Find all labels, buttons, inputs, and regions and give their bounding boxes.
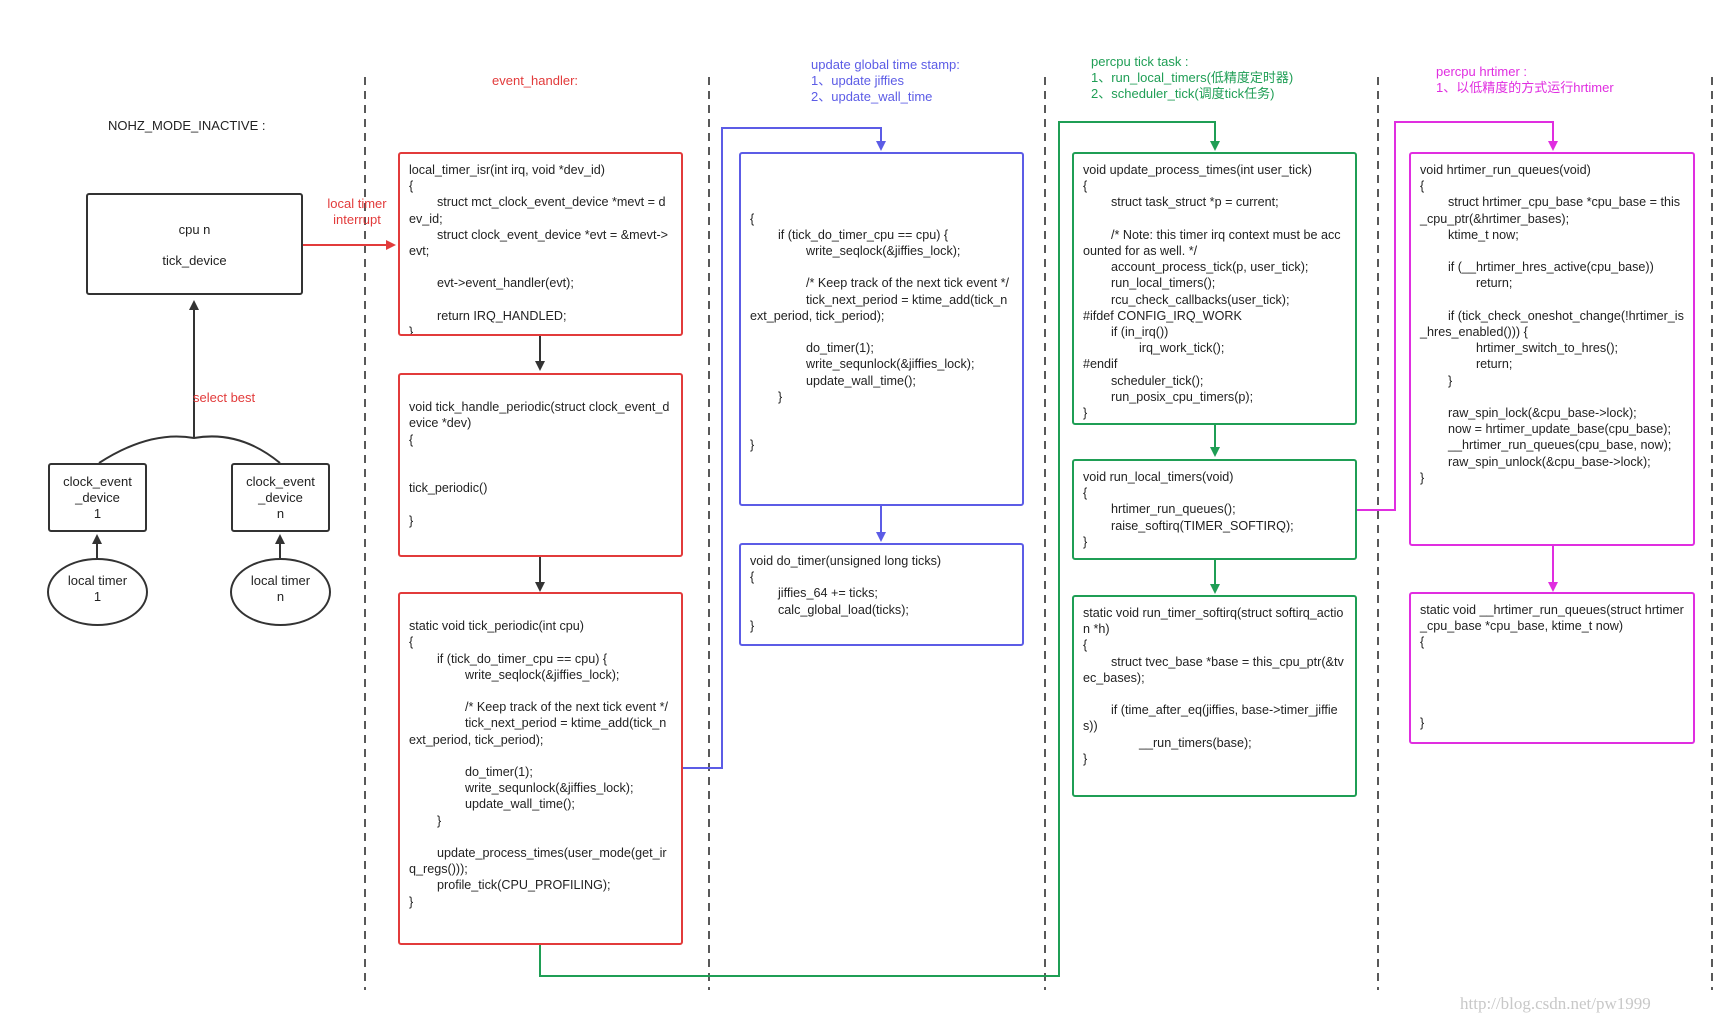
do-timer-box: void do_timer(unsigned long ticks) { jif… (739, 543, 1024, 646)
update-global-title: update global time stamp: (811, 57, 960, 72)
percpu-tick-item1: 1、run_local_timers(低精度定时器) (1091, 70, 1294, 85)
update-process-times-box: void update_process_times(int user_tick)… (1072, 152, 1357, 425)
clock-event-device-1: clock_event _device 1 (48, 463, 147, 532)
__hrtimer-run-queues-code: static void __hrtimer_run_queues(struct … (1420, 603, 1684, 731)
arrow-to-update-process-times (539, 121, 1220, 977)
percpu-tick-header: percpu tick task : 1、run_local_timers(低精… (1091, 54, 1293, 102)
update-global-box: { if (tick_do_timer_cpu == cpu) { write_… (739, 152, 1024, 506)
run-timer-softirq-code: static void run_timer_softirq(struct sof… (1083, 606, 1344, 766)
update-process-times-code: void update_process_times(int user_tick)… (1083, 163, 1341, 421)
local-timer-isr-code: local_timer_isr(int irq, void *dev_id) {… (409, 163, 668, 336)
do-timer-code: void do_timer(unsigned long ticks) { jif… (750, 554, 942, 633)
update-global-item1: 1、update jiffies (811, 73, 904, 88)
percpu-tick-title: percpu tick task : (1091, 54, 1189, 69)
percpu-hrtimer-title: percpu hrtimer : (1436, 64, 1528, 79)
arrow-to-hrtimer-run-queues (1357, 121, 1558, 511)
tick-device-label: tick_device (162, 253, 227, 268)
local-timer-1: local timer 1 (47, 558, 148, 626)
local-timer-isr-box: local_timer_isr(int irq, void *dev_id) {… (398, 152, 683, 336)
update-global-item2: 2、update_wall_time (811, 89, 933, 104)
percpu-hrtimer-item1: 1、以低精度的方式运行hrtimer (1436, 80, 1614, 95)
cpu-tick-device-box: cpu n tick_device (86, 193, 303, 295)
mode-title: NOHZ_MODE_INACTIVE : (108, 118, 266, 133)
arrow-to-update-global (682, 127, 886, 769)
interrupt-label-line1: local timer (327, 196, 387, 211)
hrtimer-run-queues-box: void hrtimer_run_queues(void) { struct h… (1409, 152, 1695, 546)
__hrtimer-run-queues-box: static void __hrtimer_run_queues(struct … (1409, 592, 1695, 744)
local-timer-interrupt-label: local timer interrupt (322, 196, 392, 228)
run-local-timers-code: void run_local_timers(void) { hrtimer_ru… (1083, 470, 1294, 549)
cpu-label: cpu n (178, 222, 211, 237)
column-separators (364, 77, 1713, 990)
tick-periodic-code: static void tick_periodic(int cpu) { if … (409, 619, 668, 909)
tick-periodic-box: static void tick_periodic(int cpu) { if … (398, 592, 683, 945)
tick-handle-periodic-code: void tick_handle_periodic(struct clock_e… (409, 400, 670, 528)
run-timer-softirq-box: static void run_timer_softirq(struct sof… (1072, 595, 1357, 797)
run-local-timers-box: void run_local_timers(void) { hrtimer_ru… (1072, 459, 1357, 560)
clock-event-device-n: clock_event _device n (231, 463, 330, 532)
interrupt-label-line2: interrupt (333, 212, 381, 227)
select-best-curve (98, 435, 281, 464)
select-best-label: select best (193, 390, 256, 405)
percpu-tick-item2: 2、scheduler_tick(调度tick任务) (1091, 86, 1275, 101)
update-global-header: update global time stamp: 1、update jiffi… (811, 57, 960, 105)
hrtimer-run-queues-code: void hrtimer_run_queues(void) { struct h… (1420, 163, 1684, 485)
update-global-code: { if (tick_do_timer_cpu == cpu) { write_… (750, 211, 1009, 453)
watermark: http://blog.csdn.net/pw1999 (1460, 994, 1651, 1013)
local-timer-n: local timer n (230, 558, 331, 626)
percpu-hrtimer-header: percpu hrtimer : 1、以低精度的方式运行hrtimer (1436, 64, 1614, 96)
tick-handle-periodic-box: void tick_handle_periodic(struct clock_e… (398, 373, 683, 557)
event-handler-header: event_handler: (492, 73, 579, 88)
